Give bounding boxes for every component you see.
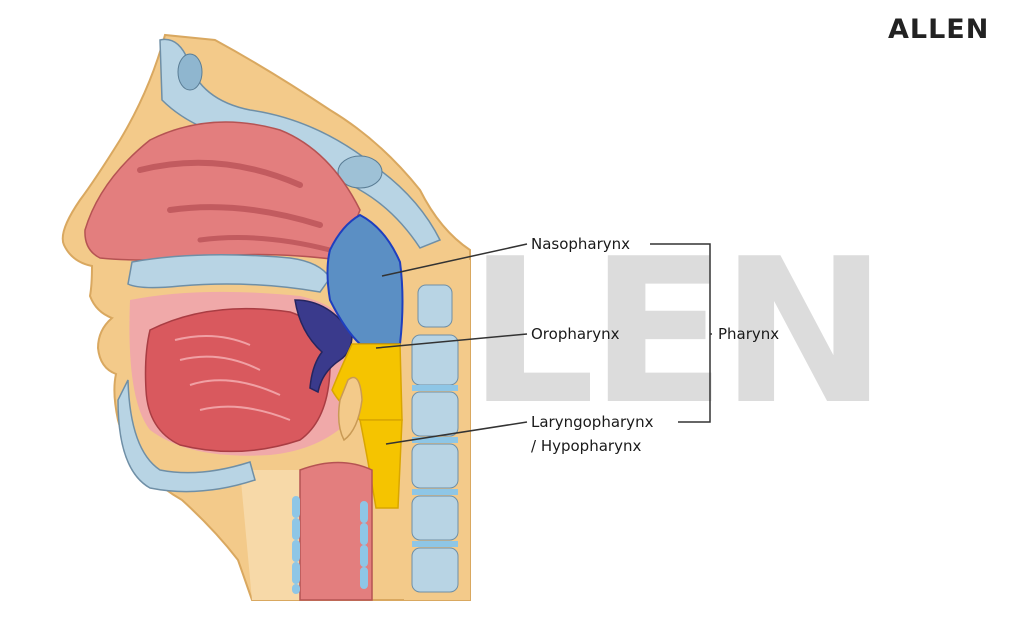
intervertebral-discs xyxy=(412,385,458,547)
pharynx-bracket xyxy=(650,243,712,423)
allen-logo: ALLEN xyxy=(888,14,990,45)
cervical-vertebra-1 xyxy=(417,284,453,328)
laryngopharynx-label: Laryngopharynx xyxy=(531,413,654,431)
cervical-vertebra-5 xyxy=(411,495,459,541)
sphenoid-sinus xyxy=(337,155,383,189)
oropharynx-leader-line xyxy=(375,333,528,349)
trachea-rings xyxy=(292,496,368,594)
nasal-concha-3 xyxy=(197,235,333,253)
nasopharynx-label: Nasopharynx xyxy=(531,235,631,253)
hypopharynx-label: / Hypopharynx xyxy=(531,437,642,455)
laryngopharynx-leader-line xyxy=(385,421,528,445)
watermark-text: LEN xyxy=(468,216,887,449)
cervical-vertebra-6 xyxy=(411,547,459,593)
nasopharynx-leader-line xyxy=(381,243,528,277)
nasal-concha-2 xyxy=(167,204,323,228)
tongue-fibers xyxy=(174,335,291,421)
nasal-cavity xyxy=(84,121,361,261)
sinus-cavity xyxy=(177,53,203,91)
pharynx-label: Pharynx xyxy=(718,325,780,343)
nasopharynx-region xyxy=(326,213,404,345)
hard-palate xyxy=(127,254,331,293)
larynx xyxy=(299,461,373,601)
nasal-concha-1 xyxy=(137,159,303,188)
tongue xyxy=(144,307,331,453)
epiglottis xyxy=(337,376,363,442)
neck-skin xyxy=(240,470,300,600)
oropharynx-label: Oropharynx xyxy=(531,325,620,343)
cervical-vertebra-3 xyxy=(411,391,459,437)
cervical-vertebra-4 xyxy=(411,443,459,489)
mandible xyxy=(117,379,256,493)
